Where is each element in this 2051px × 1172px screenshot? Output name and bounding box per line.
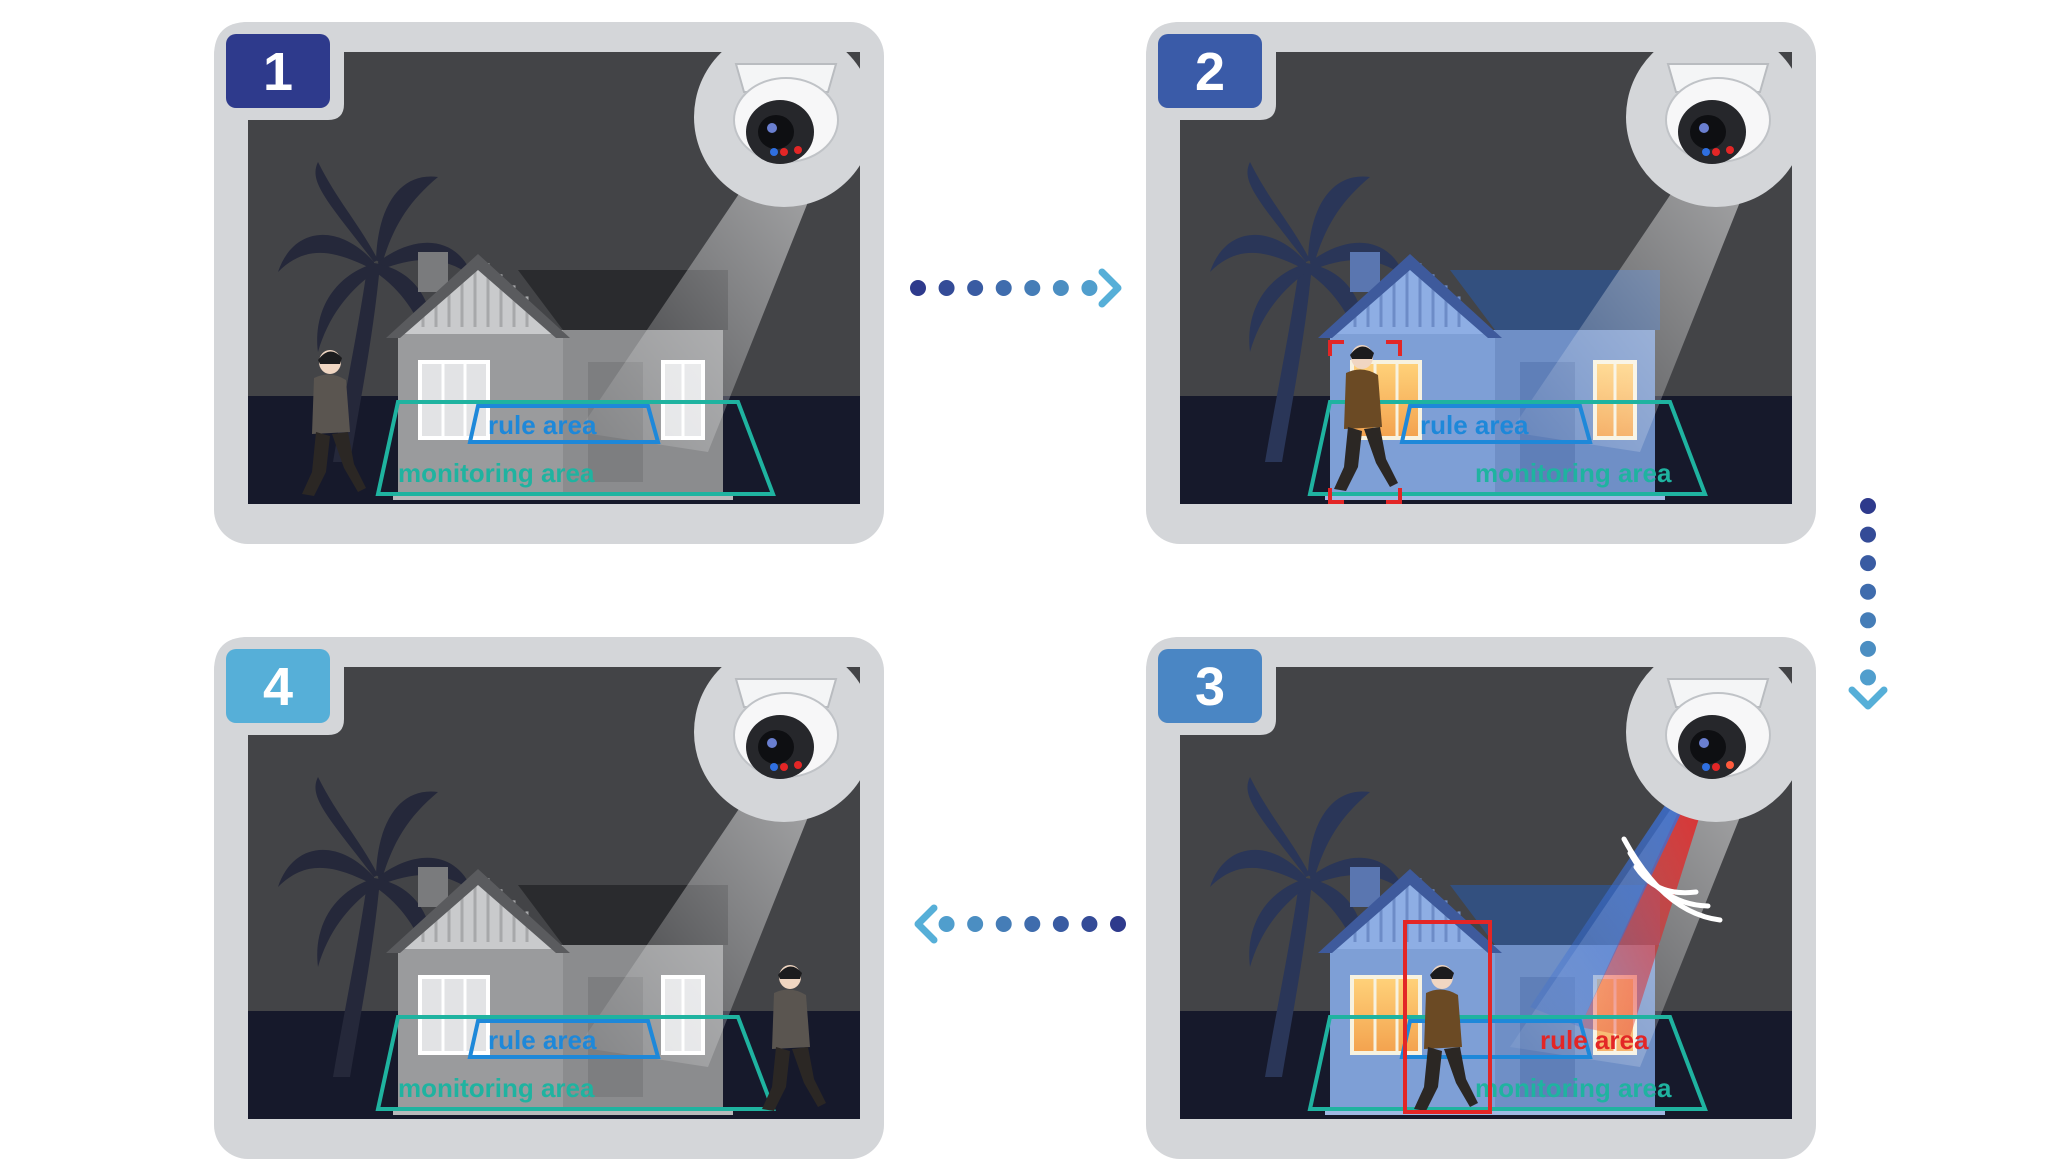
- chevron-arrow-icon: [1848, 686, 1888, 710]
- flow-dot: [1860, 555, 1876, 572]
- step-badge: [1158, 649, 1262, 723]
- flow-dot: [1052, 916, 1069, 932]
- flow-arrow-2-to-3: [1848, 498, 1888, 710]
- flow-dot: [1052, 280, 1069, 296]
- monitoring-area-label: monitoring area: [398, 458, 595, 488]
- monitoring-area-outline: [1307, 400, 1708, 496]
- flow-dot: [1860, 583, 1876, 600]
- rule-area-label: rule area: [1540, 1025, 1649, 1055]
- monitoring-area-label: monitoring area: [1475, 1073, 1672, 1103]
- monitoring-area-outline: [1307, 1015, 1708, 1111]
- chevron-arrow-icon: [914, 904, 938, 944]
- flow-dot: [1860, 612, 1876, 629]
- monitoring-area-outline: [375, 400, 776, 496]
- flow-dot: [910, 280, 926, 296]
- monitoring-area-label: monitoring area: [1475, 458, 1672, 488]
- dome-camera-icon: [733, 678, 839, 779]
- detection-corners: [1328, 340, 1402, 504]
- palm-tree-icon: [1210, 777, 1405, 1077]
- light-beam: [578, 142, 824, 452]
- dome-camera-icon: [1665, 63, 1771, 164]
- flow-dot: [1110, 916, 1126, 932]
- flow-dot: [938, 916, 955, 932]
- intruder-icon: [1414, 965, 1478, 1111]
- chevron-arrow-icon: [1098, 268, 1122, 308]
- alarm-beam-blue: [1530, 765, 1700, 1027]
- intruder-icon: [762, 965, 826, 1111]
- step-number: 2: [1195, 42, 1225, 102]
- step-number: 1: [263, 42, 293, 102]
- light-beam: [578, 757, 824, 1067]
- flow-dot: [967, 916, 984, 932]
- flow-dot: [995, 280, 1012, 296]
- flow-dot: [967, 280, 984, 296]
- flow-dot: [1024, 280, 1041, 296]
- step-number: 4: [263, 657, 293, 717]
- intruder-icon: [302, 350, 366, 496]
- dome-camera-icon: [733, 63, 839, 164]
- flow-dot: [1860, 526, 1876, 543]
- rule-area-label: rule area: [488, 1025, 597, 1055]
- step-panel-4: rule area monitoring area 4: [214, 637, 884, 1159]
- step-panel-3: rule area monitoring area 3: [1146, 637, 1816, 1159]
- flow-dot: [1860, 498, 1876, 514]
- step-panel-2: rule area monitoring area 2: [1146, 22, 1816, 544]
- flow-dot: [995, 916, 1012, 932]
- rule-area-label: rule area: [1420, 410, 1529, 440]
- dome-camera-icon: [1665, 678, 1771, 779]
- siren-wave-icon: [1621, 836, 1723, 923]
- flow-arrow-3-to-4: [914, 904, 1126, 944]
- step-number: 3: [1195, 657, 1225, 717]
- step-badge: [1158, 34, 1262, 108]
- rule-area-outline: [1399, 404, 1593, 444]
- intruder-icon: [1334, 345, 1398, 491]
- rule-area-outline: [467, 1019, 661, 1059]
- detection-box: [1403, 920, 1492, 1114]
- flow-dot: [1860, 640, 1876, 657]
- flow-dot: [1081, 916, 1098, 932]
- alarm-beam-red: [1580, 769, 1712, 1037]
- flow-arrow-1-to-2: [910, 268, 1122, 308]
- step-badge: [226, 649, 330, 723]
- flow-dot: [1024, 916, 1041, 932]
- step-badge: [226, 34, 330, 108]
- monitoring-area-label: monitoring area: [398, 1073, 595, 1103]
- rule-area-label: rule area: [488, 410, 597, 440]
- flow-dot: [1081, 280, 1098, 296]
- flow-dot: [1860, 669, 1876, 686]
- siren-wave-arc: [1621, 836, 1723, 923]
- rule-area-outline: [467, 404, 661, 444]
- flow-dot: [938, 280, 955, 296]
- step-panel-1: rule area monitoring area 1: [214, 22, 884, 544]
- light-beam: [1510, 142, 1756, 452]
